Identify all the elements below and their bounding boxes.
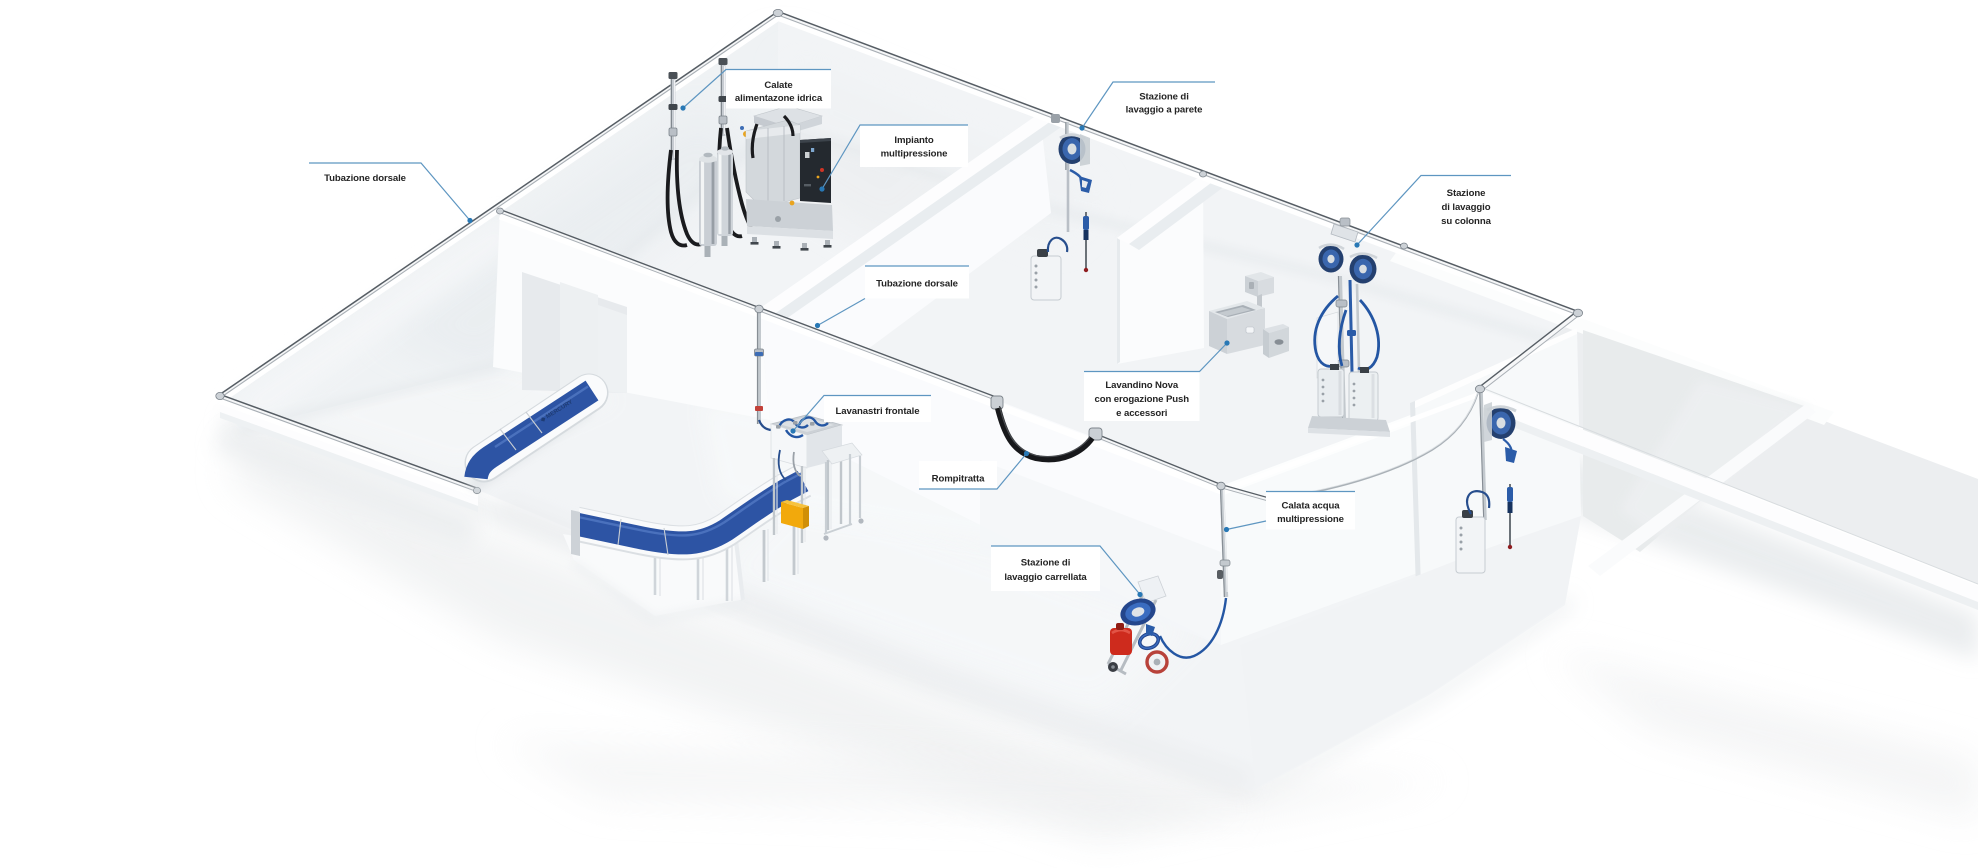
svg-text:Tubazione dorsale: Tubazione dorsale [324, 173, 406, 184]
svg-text:con erogazione Push: con erogazione Push [1094, 394, 1189, 405]
svg-text:multipressione: multipressione [881, 149, 948, 160]
svg-text:Stazione di: Stazione di [1139, 92, 1189, 103]
svg-text:di lavaggio: di lavaggio [1441, 202, 1490, 213]
svg-text:Lavandino Nova: Lavandino Nova [1105, 380, 1178, 391]
svg-text:Calata acqua: Calata acqua [1282, 501, 1341, 512]
svg-text:Calate: Calate [764, 80, 792, 91]
svg-text:Rompitratta: Rompitratta [932, 474, 985, 485]
svg-text:alimentazone idrica: alimentazone idrica [735, 93, 823, 104]
svg-text:Stazione di: Stazione di [1021, 558, 1071, 569]
svg-text:lavaggio a parete: lavaggio a parete [1126, 105, 1203, 116]
svg-text:e accessori: e accessori [1116, 408, 1167, 419]
svg-text:Stazione: Stazione [1447, 188, 1486, 199]
svg-text:Tubazione dorsale: Tubazione dorsale [876, 279, 958, 290]
svg-text:su colonna: su colonna [1441, 216, 1491, 227]
svg-text:Impianto: Impianto [894, 135, 933, 146]
svg-text:multipressione: multipressione [1277, 514, 1344, 525]
svg-text:Lavanastri frontale: Lavanastri frontale [836, 406, 920, 417]
svg-text:lavaggio carrellata: lavaggio carrellata [1004, 572, 1087, 583]
